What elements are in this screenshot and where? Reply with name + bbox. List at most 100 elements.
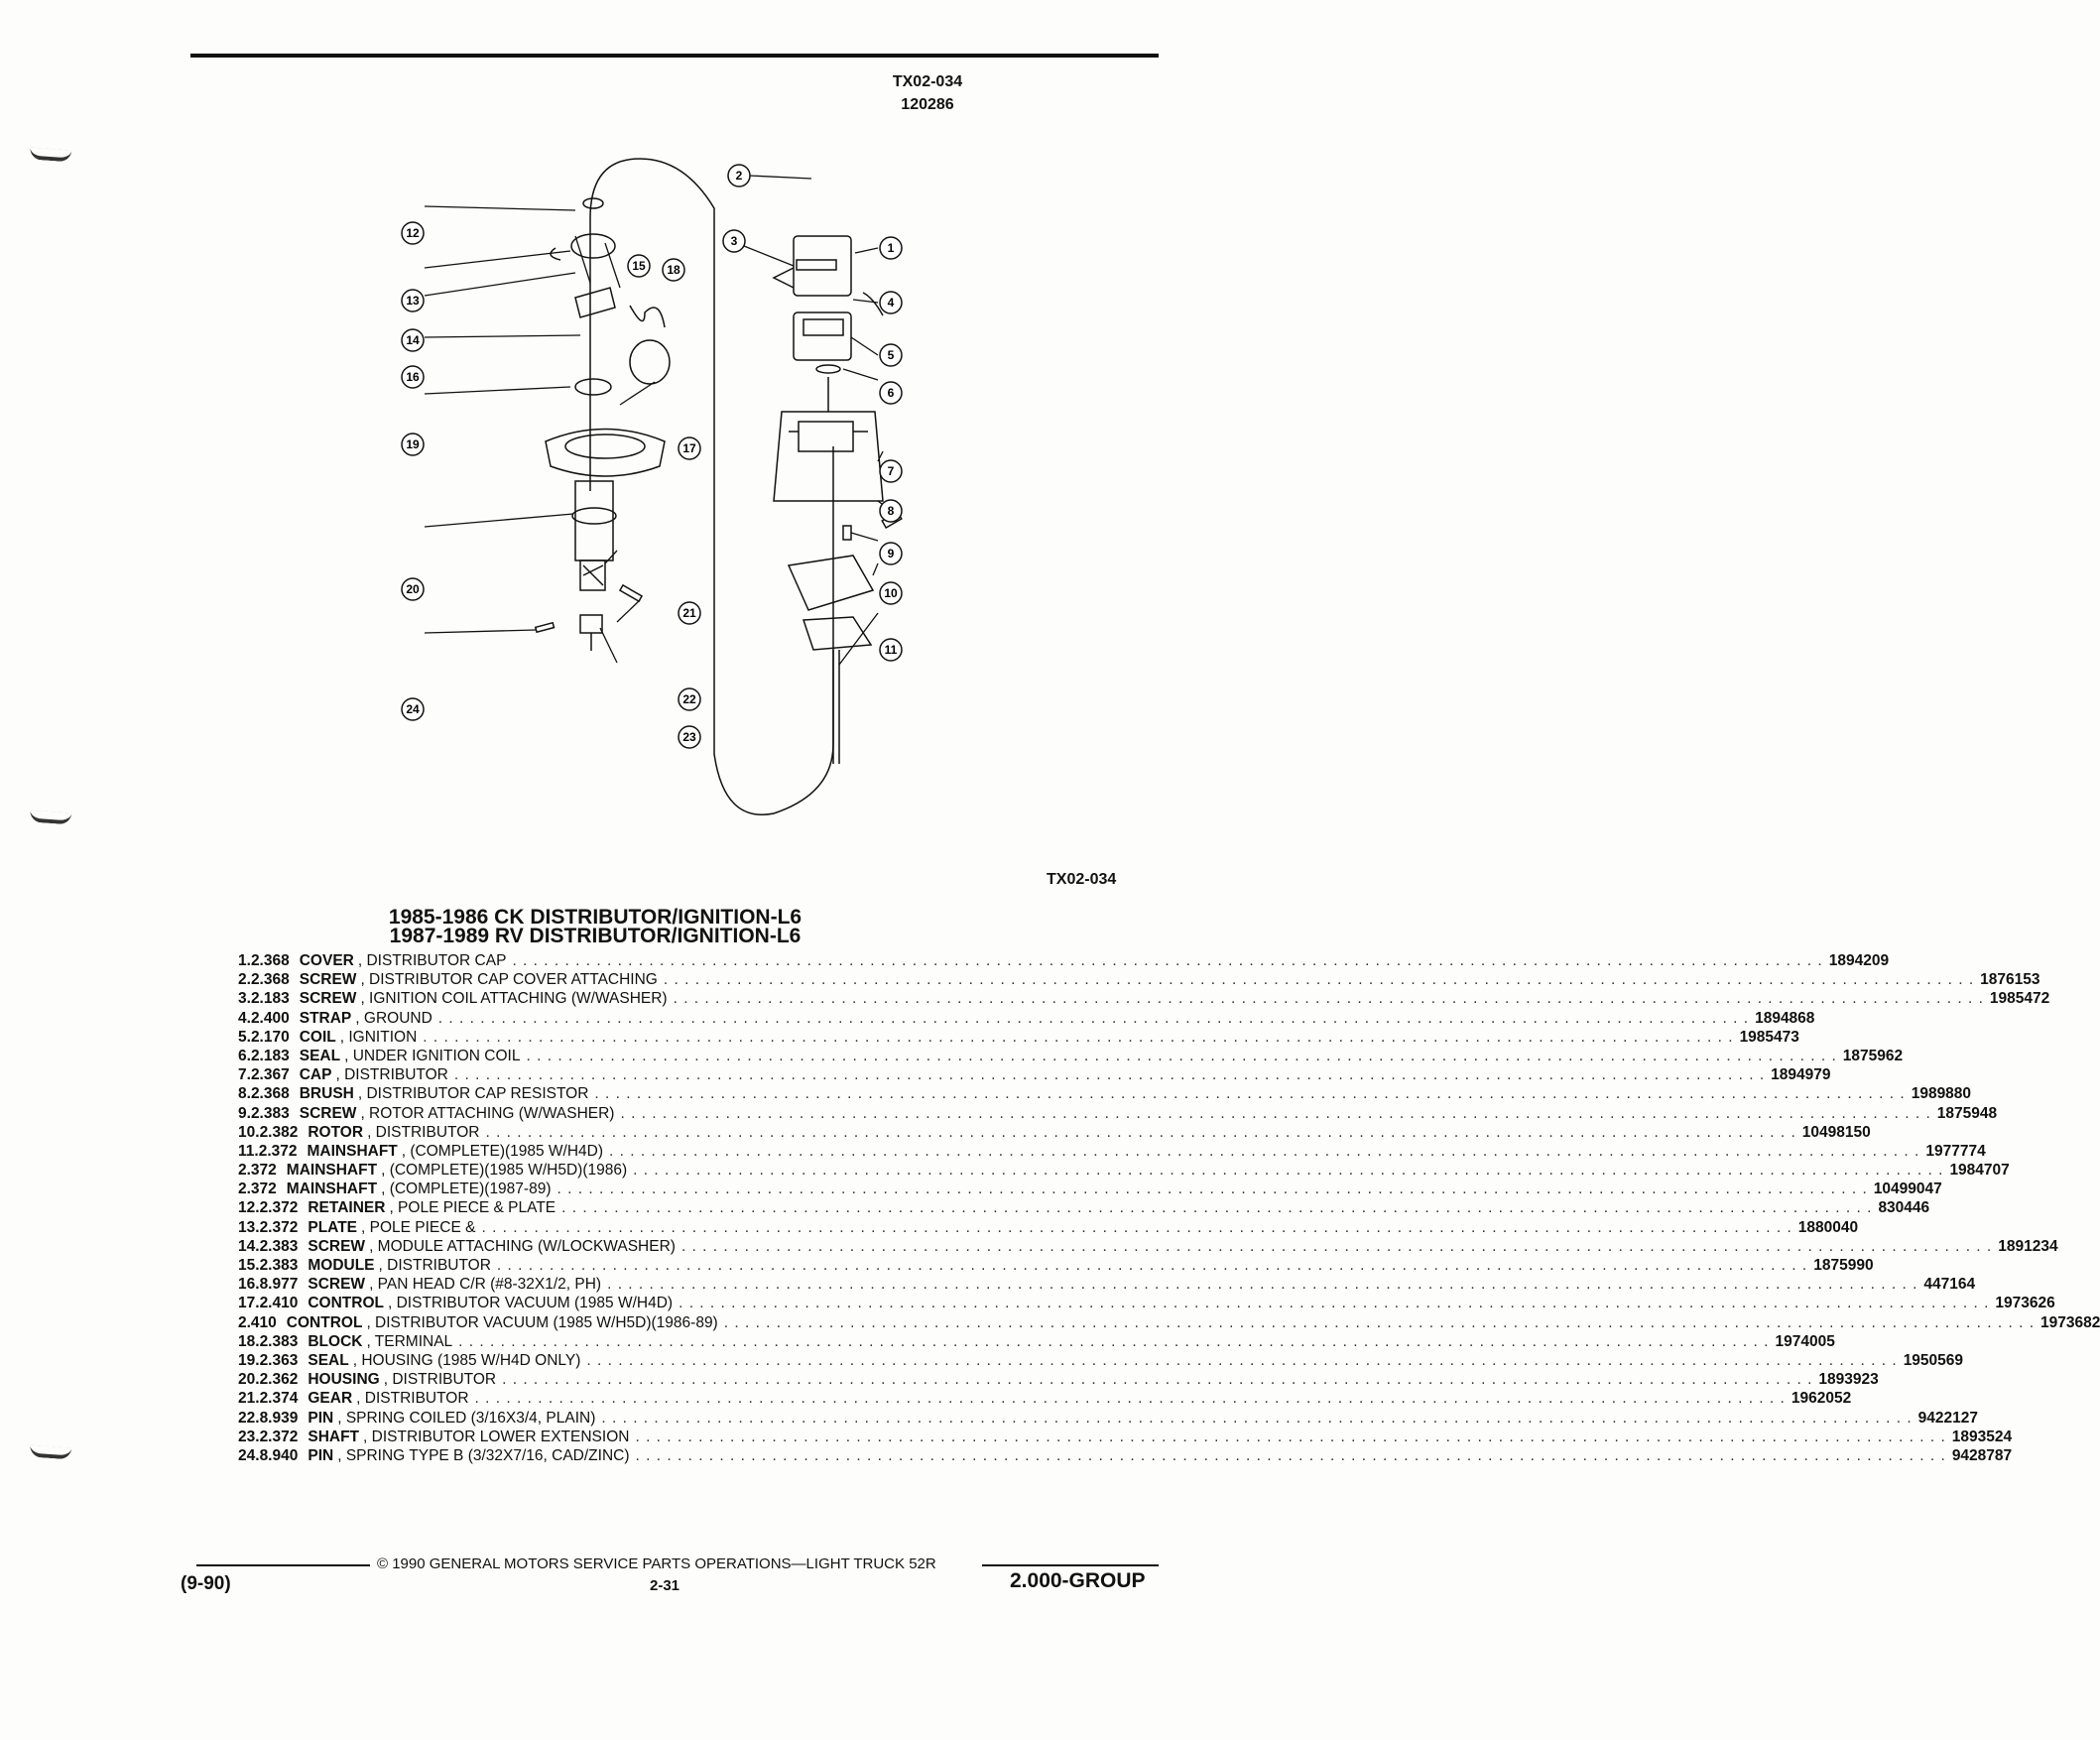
part-description: , DISTRIBUTOR VACUUM (1985 W/H5D)(1986-8… xyxy=(366,1313,718,1331)
part-description: , DISTRIBUTOR xyxy=(378,1257,491,1274)
part-number-index: 24. xyxy=(238,1446,260,1464)
part-name: SEAL xyxy=(299,1047,341,1064)
callout-9: 9 xyxy=(888,547,895,560)
part-description: , (COMPLETE)(1985 W/H5D)(1986) xyxy=(381,1162,628,1180)
assembly-loop-line xyxy=(589,158,834,815)
gm-part-number: 830446 xyxy=(1878,1199,1930,1217)
gm-part-number: 1973626 xyxy=(1995,1295,2055,1312)
part-name: SCREW xyxy=(299,1104,357,1122)
binder-hole-mark xyxy=(29,1444,72,1460)
part-number-index: 13. xyxy=(238,1218,260,1236)
dot-leader xyxy=(609,1143,1919,1161)
part-number-index: 23. xyxy=(238,1428,260,1445)
callout-1-circle xyxy=(879,236,903,260)
dot-leader xyxy=(724,1314,2035,1332)
part-number-index: 20. xyxy=(238,1371,260,1389)
dot-leader xyxy=(557,1181,1868,1198)
gm-part-number: 1989880 xyxy=(1911,1085,1972,1103)
callout-9-circle xyxy=(879,542,903,565)
exploded-view-figure: 1 2 3 4 5 6 7 8 9 10 11 12 13 14 15 16 1… xyxy=(401,158,903,815)
gm-part-number: 1891234 xyxy=(1998,1237,2058,1255)
part-name: SCREW xyxy=(299,971,357,989)
part-name: CONTROL xyxy=(286,1313,363,1331)
part-name: ROTOR xyxy=(308,1123,364,1141)
group-code: 2.383 xyxy=(259,1257,299,1274)
callout-14: 14 xyxy=(406,333,420,347)
gm-part-number: 1875962 xyxy=(1842,1047,1904,1064)
part-number-index: 21. xyxy=(238,1390,260,1408)
dot-leader xyxy=(681,1238,1992,1256)
gm-part-number: 1876153 xyxy=(1980,971,2040,989)
part-name: GEAR xyxy=(308,1390,353,1408)
dot-leader xyxy=(594,1085,1905,1103)
part-description: , DISTRIBUTOR xyxy=(383,1371,497,1389)
callout-3: 3 xyxy=(731,234,738,248)
group-code: 2.368 xyxy=(250,952,290,969)
part-description: , DISTRIBUTOR CAP xyxy=(357,952,507,969)
part-description: , (COMPLETE)(1987-89) xyxy=(381,1181,552,1198)
part-name: CONTROL xyxy=(308,1295,384,1312)
part-description: , TERMINAL xyxy=(366,1332,453,1350)
part-number-index: 19. xyxy=(238,1351,260,1369)
callout-11: 11 xyxy=(885,643,898,657)
callout-15-circle xyxy=(627,254,651,278)
group-code: 2.383 xyxy=(259,1332,299,1350)
gm-part-number: 1894868 xyxy=(1755,1009,1815,1027)
group-code: 2.367 xyxy=(250,1066,290,1084)
part-number-index: 9. xyxy=(238,1104,251,1122)
callout-7: 7 xyxy=(888,464,895,478)
group-code: 2.368 xyxy=(250,1085,290,1103)
part-name: COIL xyxy=(299,1028,336,1046)
part-name: CAP xyxy=(299,1066,332,1084)
part-number-index: 17. xyxy=(238,1295,260,1312)
part-number-index: 18. xyxy=(238,1332,260,1350)
part-number-index: 22. xyxy=(238,1409,260,1427)
gm-part-number: 1893524 xyxy=(1951,1428,2013,1445)
gm-part-number: 1875990 xyxy=(1813,1257,1874,1274)
part-name: SCREW xyxy=(299,990,357,1008)
part-description: , UNDER IGNITION COIL xyxy=(344,1047,521,1064)
part-number-index: 3. xyxy=(238,990,251,1008)
dot-leader xyxy=(526,1048,1836,1065)
callout-4: 4 xyxy=(888,296,895,310)
part-description: , IGNITION xyxy=(339,1028,418,1046)
gm-part-number: 1893923 xyxy=(1818,1371,1879,1389)
part-number-index: 4. xyxy=(238,1009,251,1027)
dot-leader xyxy=(485,1124,1795,1142)
part-description: , DISTRIBUTOR CAP COVER ATTACHING xyxy=(360,971,658,989)
callout-18: 18 xyxy=(667,263,680,277)
part-number-index: 16. xyxy=(238,1276,260,1294)
group-code: 2.362 xyxy=(259,1371,299,1389)
gm-part-number: 1875948 xyxy=(1936,1104,1998,1122)
part-description: , DISTRIBUTOR xyxy=(335,1066,448,1084)
callout-21: 21 xyxy=(682,606,696,620)
dot-leader xyxy=(458,1333,1769,1351)
gm-part-number: 9422127 xyxy=(1917,1409,1978,1427)
group-code: 2.374 xyxy=(259,1390,299,1408)
part-number-index: 2. xyxy=(238,971,251,989)
part-description: , MODULE ATTACHING (W/LOCKWASHER) xyxy=(369,1237,676,1255)
dot-leader xyxy=(607,1276,1917,1294)
callout-10: 10 xyxy=(884,586,898,600)
part-name: STRAP xyxy=(299,1009,352,1027)
group-code: 2.372 xyxy=(258,1142,298,1160)
part-name: SEAL xyxy=(308,1351,349,1369)
left-assembly xyxy=(534,197,671,651)
part-description: , DISTRIBUTOR VACUUM (1985 W/H4D) xyxy=(388,1295,674,1312)
callout-5: 5 xyxy=(888,348,895,362)
callout-24: 24 xyxy=(406,702,420,716)
callout-11-circle xyxy=(879,638,903,662)
part-description: , POLE PIECE & xyxy=(361,1218,476,1236)
